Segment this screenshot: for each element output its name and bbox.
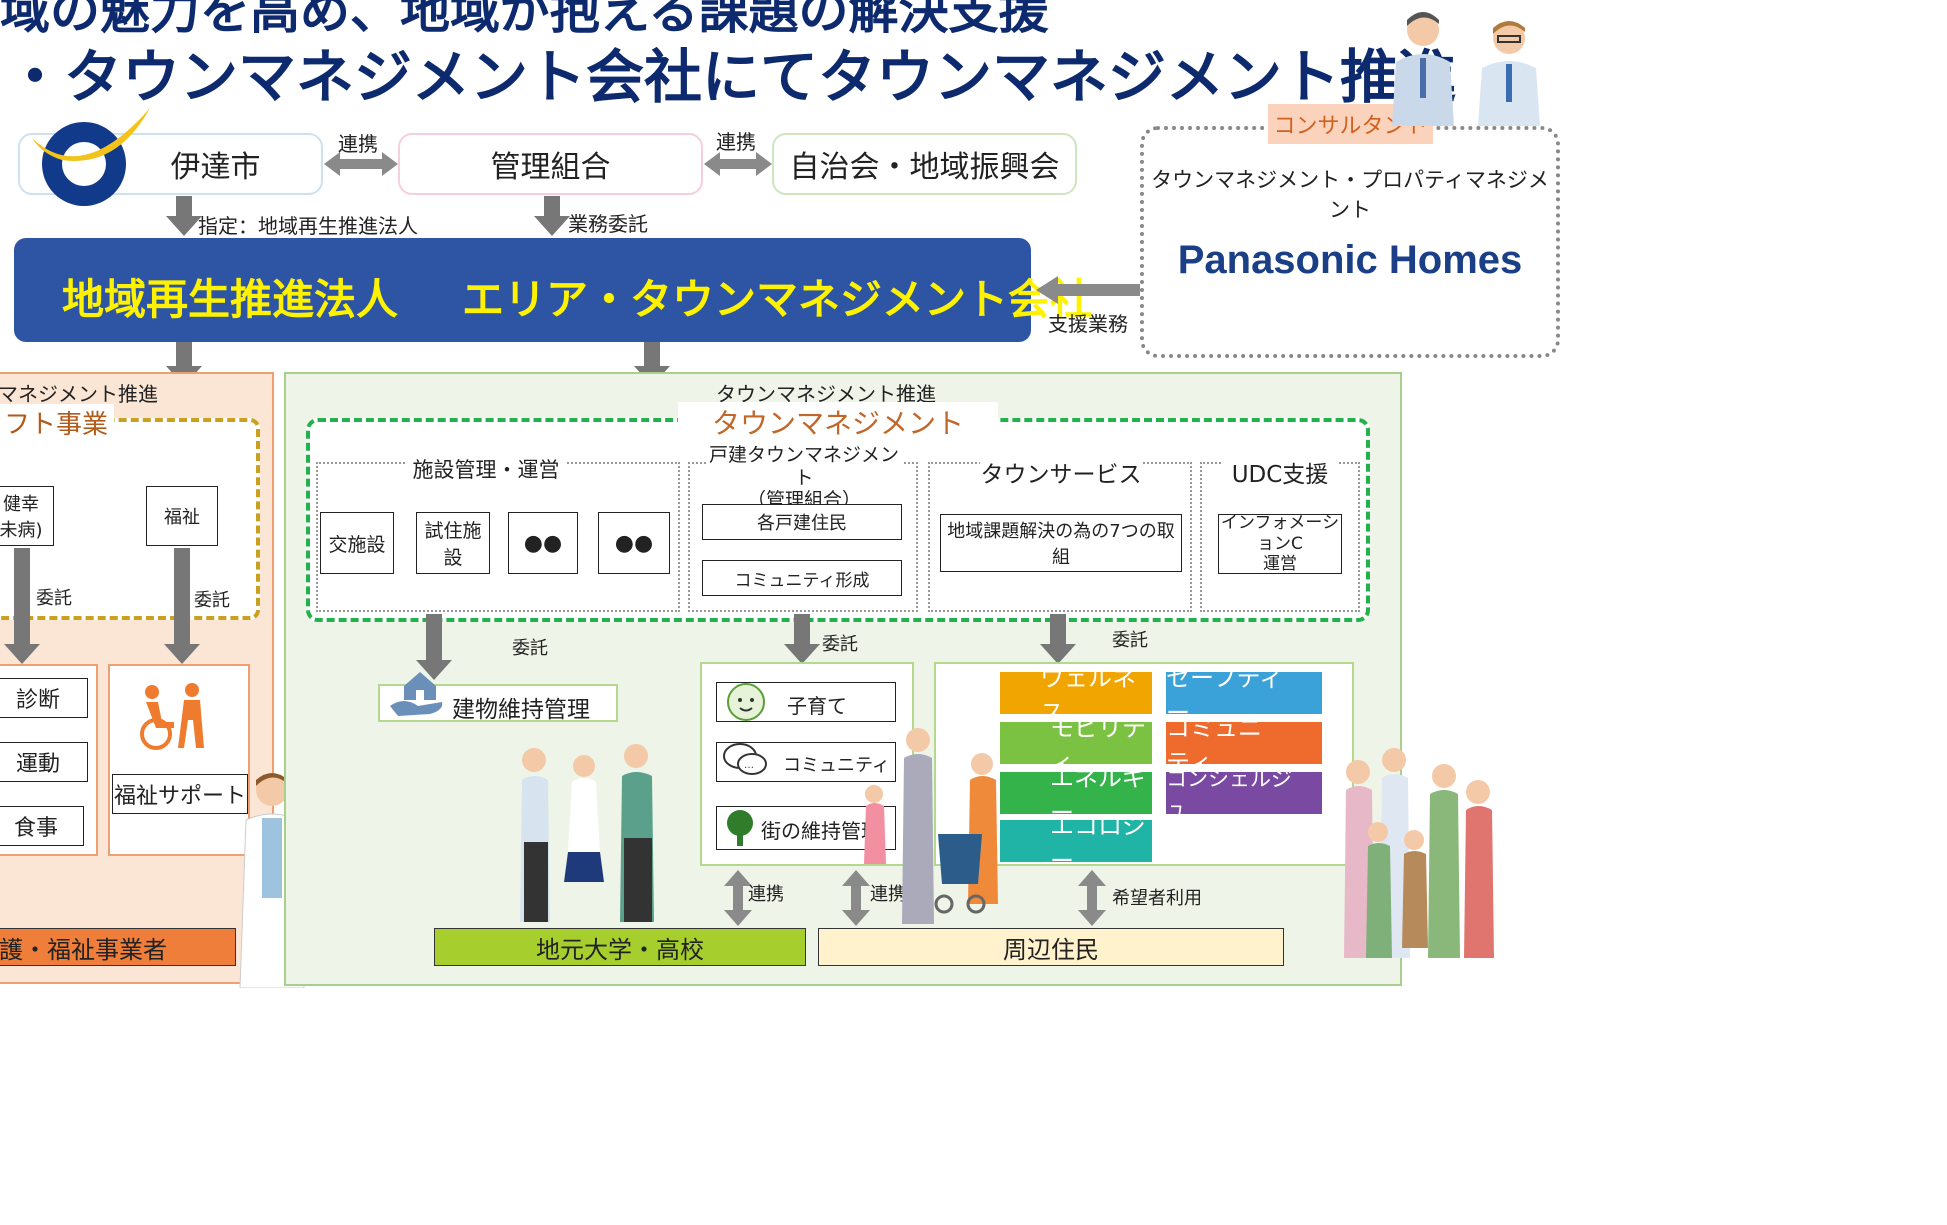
- category-wellness: ウェルネス: [1000, 664, 1152, 727]
- link-arrow-university: [724, 870, 752, 926]
- outsource-label: 業務委託: [568, 212, 648, 236]
- page-title-line1: 域の魅力を高め、地域が抱える課題の解決支援: [0, 0, 1049, 40]
- category-concierge: コンシェルジュ: [1166, 767, 1322, 821]
- diagnosis-box: 診断: [0, 678, 88, 718]
- exercise-box: 運動: [0, 742, 88, 782]
- union-box: 管理組合: [398, 133, 703, 195]
- hope-label: 希望者利用: [1112, 888, 1202, 909]
- link-label-university: 連携: [748, 884, 784, 905]
- tm-itaku-arrow-2: [784, 614, 820, 664]
- council-box: 自治会・地域振興会: [772, 133, 1077, 195]
- category-community: コミュニティ: [1166, 714, 1322, 777]
- category-ecology-label: エコロジー: [1050, 812, 1146, 875]
- facility-item-2: 試住施設: [416, 512, 490, 574]
- facility-item-1: 交施設: [320, 512, 394, 574]
- consultant-box: タウンマネジメント・プロパティマネジメント Panasonic Homes: [1140, 126, 1560, 358]
- consultant-person-1-icon: [1392, 12, 1454, 126]
- facility-item-4: ●●: [598, 512, 670, 574]
- svg-text:…: …: [744, 760, 754, 771]
- baby-face-icon: [727, 683, 765, 721]
- residents-group-icon: [1344, 748, 1494, 958]
- category-community-label: コミュニティ: [1166, 714, 1262, 777]
- service-maintenance-label: 街の維持管理: [761, 819, 881, 843]
- support-arrow: [1036, 276, 1140, 304]
- left-itaku-label-2: 委託: [194, 590, 230, 611]
- consultant-desc: タウンマネジメント・プロパティマネジメント: [1151, 168, 1549, 222]
- tm-itaku-arrow-3: [1040, 614, 1076, 664]
- category-energy: エネルギー: [1000, 764, 1152, 827]
- tm-itaku-label-1: 委託: [512, 638, 548, 659]
- detached-item-2: コミュニティ形成: [702, 560, 902, 596]
- welfare-support-box: 福祉サポート: [112, 774, 248, 814]
- university-box: 地元大学・高校: [434, 928, 806, 966]
- left-itaku-arrow-1: [4, 548, 40, 664]
- link-label-1: 連携: [338, 132, 378, 156]
- tree-icon: [727, 810, 753, 846]
- council-label: 自治会・地域振興会: [789, 150, 1060, 185]
- service-childcare-label: 子育て: [787, 694, 847, 718]
- service-title: タウンサービス: [980, 452, 1142, 492]
- main-bar-right: エリア・タウンマネジメント会社: [462, 275, 1093, 324]
- designate-arrow: [166, 196, 202, 236]
- tm-panel: タウンマネジメント推進 タウンマネジメント 施設管理・運営 交施設 試住施設 ●…: [284, 372, 1402, 986]
- wheelchair-icon: [140, 683, 204, 750]
- support-label: 支援業務: [1048, 312, 1128, 336]
- city-label: 伊達市: [170, 150, 261, 185]
- meal-box: 食事: [0, 806, 84, 846]
- welfare-box: 福祉: [146, 486, 218, 546]
- left-section-title: フト事業: [0, 404, 115, 441]
- hope-arrow: [1078, 870, 1106, 926]
- union-label: 管理組合: [490, 150, 611, 185]
- facility-item-3: ●●: [508, 512, 578, 574]
- udc-item: インフォメーションC 運営: [1218, 513, 1342, 574]
- building-label: 建物維持管理: [452, 697, 590, 723]
- outsource-arrow: [534, 196, 570, 236]
- health-box: 健幸 未病): [0, 486, 54, 546]
- detached-item-1: 各戸建住民: [702, 504, 902, 540]
- category-ecology: エコロジー: [1000, 812, 1152, 875]
- consultant-person-2-icon: [1478, 21, 1540, 126]
- udc-title: UDC支援: [1222, 452, 1338, 492]
- link-arrow-1: [324, 152, 398, 176]
- residents-box: 周辺住民: [818, 928, 1284, 966]
- main-bar-left: 地域再生推進法人: [62, 275, 399, 324]
- left-panel-header: マネジメント推進: [0, 382, 158, 406]
- tm-section-title: タウンマネジメント: [678, 402, 998, 442]
- family-stroller-icon: [864, 728, 998, 924]
- service-item: 地域課題解決の為の7つの取組: [940, 514, 1182, 572]
- welfare-service-box: [108, 664, 250, 856]
- page-title-line2: ・タウンマネジメント会社にてタウンマネジメント推進: [6, 43, 1457, 111]
- tm-down-arrow: [634, 342, 670, 386]
- link-arrow-residents: [842, 870, 870, 926]
- left-itaku-arrow-2: [164, 548, 200, 664]
- panasonic-homes-logo: Panasonic Homes: [1177, 238, 1523, 282]
- link-label-2: 連携: [716, 130, 756, 154]
- designate-label: 指定：地域再生推進法人: [198, 214, 418, 238]
- house-hand-icon: [390, 672, 443, 716]
- left-footer: 護・福祉事業者: [0, 928, 236, 966]
- tm-itaku-arrow-1: [416, 614, 452, 680]
- category-concierge-label: コンシェルジュ: [1166, 767, 1292, 821]
- link-arrow-2: [704, 152, 772, 176]
- city-logo-icon: [22, 108, 152, 208]
- facility-title: 施設管理・運営: [406, 452, 566, 486]
- detached-title: 戸建タウンマネジメント （管理組合）: [706, 444, 902, 511]
- service-community-label: コミュニティ: [783, 755, 890, 776]
- left-panel: マネジメント推進 フト事業 健幸 未病) 福祉 委託 委託 診断 運動 食事 福…: [0, 372, 274, 984]
- left-down-arrow: [166, 342, 202, 386]
- speech-bubble-icon: …: [723, 743, 767, 775]
- link-label-residents: 連携: [870, 884, 906, 905]
- left-itaku-label-1: 委託: [36, 588, 72, 609]
- main-bar: 地域再生推進法人 エリア・タウンマネジメント会社: [14, 238, 1092, 342]
- students-icon: [520, 744, 654, 922]
- tm-itaku-label-2: 委託: [822, 634, 858, 655]
- tm-itaku-label-3: 委託: [1112, 630, 1148, 651]
